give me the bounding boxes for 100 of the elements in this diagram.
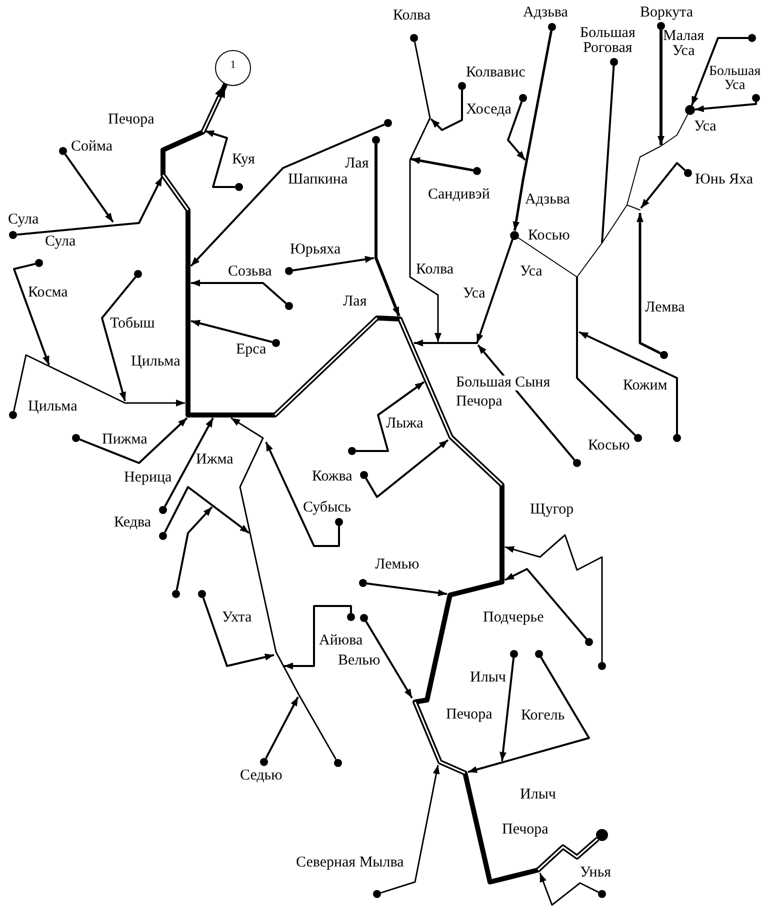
river-name: Сула (45, 234, 76, 250)
river-arrow (636, 213, 661, 354)
source-dot (59, 147, 67, 155)
river-name: Кожва (312, 470, 352, 484)
river-arrow (658, 30, 664, 145)
source-dot (573, 459, 581, 467)
river-name: Подчерье (483, 610, 544, 626)
river-name: Большая Уса (709, 65, 761, 93)
river-name: Ижма (196, 452, 234, 468)
source-dot (159, 506, 167, 514)
river-line (576, 277, 636, 436)
river-name: Щугор (530, 502, 574, 518)
river-arrow (164, 418, 214, 507)
river-arrow (204, 130, 235, 188)
river-name: Кожим (623, 378, 668, 394)
river-arrow (13, 262, 50, 366)
river-arrow (578, 331, 678, 434)
source-dot (285, 302, 293, 310)
river-arrow (176, 506, 213, 590)
callout-number: 1 (230, 60, 236, 71)
river-arrow (507, 101, 526, 161)
river-name: Кедва (114, 516, 152, 530)
source-dot (159, 532, 167, 540)
source-dot (519, 94, 527, 102)
river-name: Ухта (222, 610, 252, 626)
source-dot (9, 231, 17, 239)
river-name: Ерса (236, 342, 266, 358)
source-dot (360, 614, 368, 622)
source-dot (372, 136, 380, 144)
river-arrow (512, 30, 552, 231)
source-dot (384, 119, 392, 127)
river-arrow (230, 417, 337, 760)
source-dot (598, 662, 606, 670)
river-arrow (410, 157, 474, 172)
source-dot (9, 411, 17, 419)
river-name: Айюва (319, 634, 363, 648)
river-name: Лая (343, 294, 367, 310)
river-arrow (284, 605, 352, 670)
river-name: Илыч (470, 670, 506, 686)
river-name: Субысь (303, 500, 352, 516)
river-arrow (365, 439, 449, 498)
source-dot (198, 590, 206, 598)
river-name: Уса (694, 120, 716, 134)
source-dot (473, 167, 481, 175)
river-arrow (694, 102, 757, 112)
river-name: Цильма (131, 354, 180, 370)
river-name: Илыч (520, 788, 556, 802)
river-arrow (477, 344, 576, 461)
river-name: Хоседа (466, 102, 512, 118)
river-name: Лемва (645, 300, 685, 316)
river-arrow (409, 42, 442, 342)
river-arrow (539, 872, 599, 906)
source-dot (585, 638, 593, 646)
river-arrow (380, 764, 440, 894)
river-name: Унья (580, 866, 612, 880)
river-name: Велью (338, 654, 380, 668)
river-arrow (264, 696, 299, 759)
source-dot (134, 270, 142, 278)
source-dot (334, 759, 342, 767)
source-dot (752, 94, 760, 102)
river-name: Уса (520, 264, 542, 280)
river-arrow (164, 486, 250, 534)
source-dot (260, 758, 268, 766)
source-dot (360, 471, 368, 479)
source-dot (673, 434, 681, 442)
junction-dot (685, 105, 695, 115)
numbered-circle (215, 50, 251, 86)
source-dot (748, 34, 756, 42)
source-dot (535, 650, 543, 658)
river-arrow (365, 620, 413, 699)
river-name: Шапкина (288, 172, 348, 188)
river-arrow (101, 276, 136, 402)
river-arrow (414, 238, 514, 346)
source-dot (510, 650, 518, 658)
river-name: Печора (446, 708, 492, 722)
river-arrow (191, 280, 287, 304)
river-arrow (500, 658, 515, 762)
river-name: Малая Уса (663, 29, 704, 59)
river-name: Лая (345, 156, 369, 172)
river-arrow (160, 83, 600, 884)
source-dot (458, 82, 466, 90)
river-name: Лыжа (386, 416, 424, 432)
river-arrow (366, 582, 448, 596)
source-dot (172, 590, 180, 598)
river-arrow (690, 37, 748, 106)
river-name: Нерица (124, 470, 172, 486)
source-dot (596, 829, 608, 841)
river-name: Косма (28, 286, 68, 300)
river-name: Юнь Яха (695, 172, 754, 188)
river-name: Колва (416, 262, 454, 278)
river-arrow (504, 568, 588, 640)
river-name: Печора (456, 394, 502, 410)
river-name: Большая Роговая (580, 26, 636, 56)
river-arrow (356, 381, 425, 452)
source-dot (359, 579, 367, 587)
river-arrow (504, 534, 603, 662)
river-name: Сандивэй (428, 188, 490, 202)
river-name: Сойма (71, 140, 113, 154)
river-name: Печора (502, 822, 548, 838)
river-name: Косью (588, 438, 630, 454)
